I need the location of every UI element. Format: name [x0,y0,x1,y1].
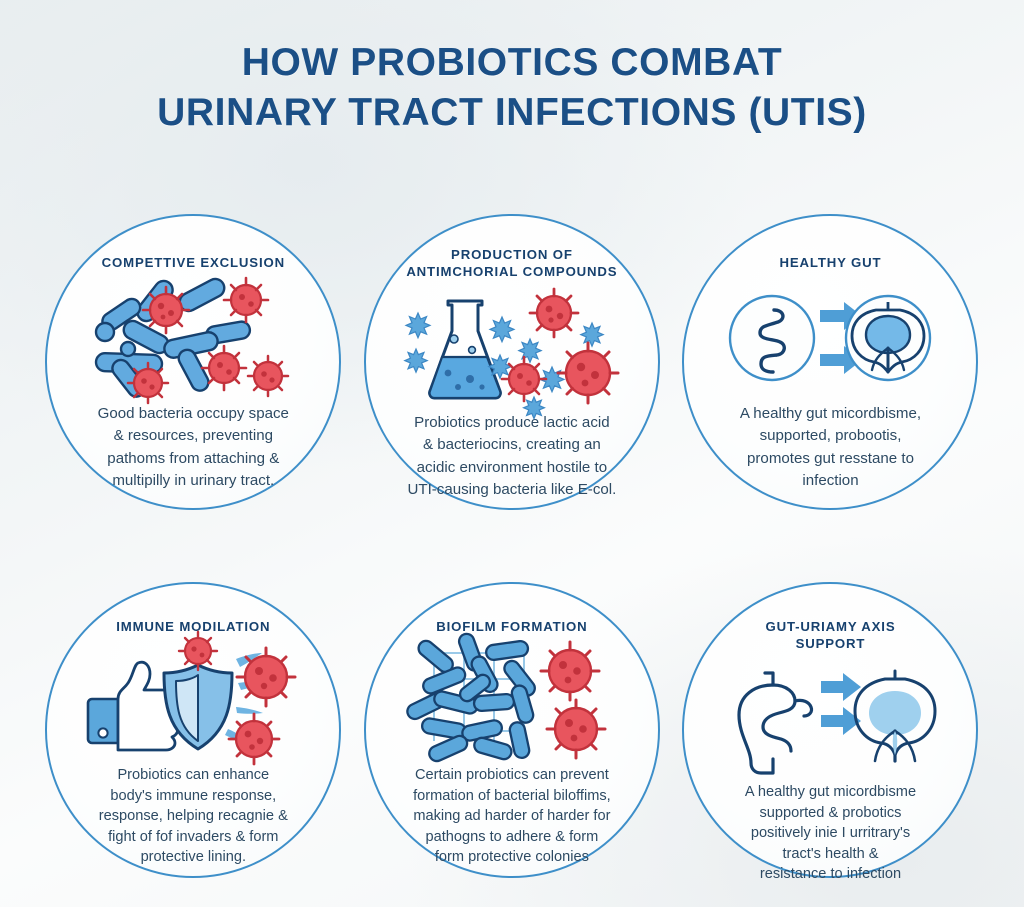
circle-frame: GUT-URIAMY AXIS SUPPORT [682,582,979,882]
title-line-1: HOW PROBIOTICS COMBAT [241,41,783,84]
card-healthy-gut: HEALTHY GUT [671,178,990,546]
thumbs-up-shield-icon [73,630,313,766]
circle-frame: IMMUNE MODILATION [45,582,342,878]
card-heading-line-2: SUPPORT [795,636,866,651]
body-line: pathogns to adhere & form [425,828,599,845]
card-body: Probiotics can enhance body's immune res… [75,765,311,868]
body-line: fight of fof invaders & form [108,828,279,845]
circle-frame: COMPETTIVE EXCLUSION [45,214,342,510]
body-line: Good bacteria occupy space [97,405,289,422]
body-line: acidic environment hostile to [416,458,608,476]
stomach-to-bladder-arrows-icon [710,654,950,782]
body-line: A healthy gut micordbisme, [739,405,922,422]
bladder-outline [850,302,926,374]
gut-to-bladder-arrows-icon [710,277,950,399]
body-line: pathoms from attaching & [107,449,280,467]
body-line: resistance to infection [759,866,902,883]
card-heading: IMMUNE MODILATION [116,619,271,634]
bladder-outline [853,669,937,763]
body-line: protective lining. [140,849,247,866]
body-line: & resources, preventing [113,427,273,445]
body-line: positively inie I urritrary's [750,825,911,842]
blue-particles [403,311,606,421]
card-immune-modulation: IMMUNE MODILATION [34,546,353,914]
card-heading-line-2: ANTIMCHORIAL COMPOUNDS [406,264,618,279]
body-line: UTI-causing bacteria like E-col. [407,481,617,499]
body-line: promotes gut resstane to [747,449,914,467]
card-competitive-exclusion: COMPETTIVE EXCLUSION [34,178,353,546]
title-line-2: URINARY TRACT INFECTIONS (UTIS) [157,91,867,134]
flask-icon [392,286,632,421]
body-line: making ad harder of harder for [413,808,611,825]
body-line: response, helping recagnie & [98,808,288,825]
card-biofilm-formation: BIOFILM FORMATION [353,546,672,914]
card-gut-urinary-axis-support: GUT-URIAMY AXIS SUPPORT [671,546,990,914]
virus-cluster [177,630,297,766]
card-heading: PRODUCTION OF ANTIMCHORIAL COMPOUNDS [397,246,627,280]
body-line: supported & probotics [759,804,902,821]
body-line: Certain probiotics can prevent [414,767,609,783]
circle-frame: PRODUCTION OF ANTIMCHORIAL COMPOUNDS [363,214,660,510]
erlenmeyer-flask [428,299,503,400]
card-heading: HEALTHY GUT [779,255,882,270]
card-body: Good bacteria occupy space & resources, … [75,403,311,493]
virus-cluster [501,287,620,405]
card-heading: GUT-URIAMY AXIS SUPPORT [715,618,945,652]
body-line: form protective colonies [434,849,589,866]
body-line: body's immune response, [110,787,277,804]
cards-grid: COMPETTIVE EXCLUSION [34,178,990,914]
card-body: A healthy gut micordbisme, supported, pr… [712,403,948,493]
circle-frame: HEALTHY GUT [682,214,979,510]
body-line: Probiotics produce lactic acid [414,414,610,431]
card-body: A healthy gut micordbisme supported & pr… [712,782,948,885]
virus-cluster [127,276,290,405]
body-line: Probiotics can enhance [117,767,270,783]
card-heading: BIOFILM FORMATION [436,619,588,634]
card-body: Probiotics produce lactic acid & bacteri… [394,412,630,502]
card-heading: COMPETTIVE EXCLUSION [101,255,285,270]
card-body: Certain probiotics can prevent formation… [394,765,630,868]
digestive-tract-outline [737,671,814,775]
bacteria-and-virus-icon [73,276,313,405]
virus-cluster [539,640,607,760]
card-heading-line-1: GUT-URIAMY AXIS [765,619,896,634]
body-line: infection [802,472,859,490]
page-title: HOW PROBIOTICS COMBAT URINARY TRACT INFE… [0,38,1024,138]
body-line: formation of bacterial biloffims, [413,787,611,804]
exchange-arrows [821,673,862,735]
card-heading-line-1: PRODUCTION OF [451,247,573,262]
body-line: A healthy gut micordbisme [744,784,917,800]
circle-frame: BIOFILM FORMATION [363,582,660,878]
body-line: multipilly in urinary tract. [112,472,275,490]
body-line: supported, probootis, [759,427,902,445]
body-line: tract's health & [782,845,879,862]
biofilm-grid-icon [392,632,632,765]
card-antimicrobial-compounds: PRODUCTION OF ANTIMCHORIAL COMPOUNDS [353,178,672,546]
body-line: & bacteriocins, creating an [422,436,601,454]
